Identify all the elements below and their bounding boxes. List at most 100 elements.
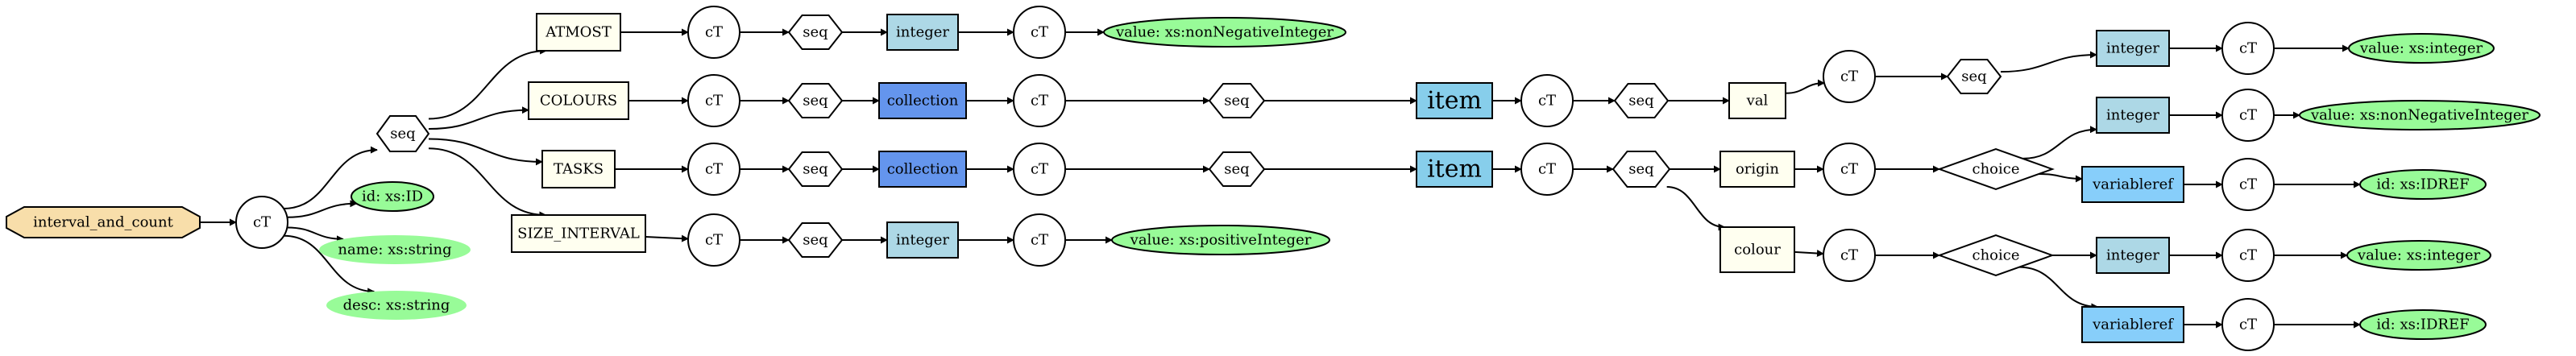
node-tasks-label: TASKS (554, 161, 604, 178)
node-val_o-label: value: xs:nonNegativeInteger (2310, 107, 2528, 124)
node-ct_cl2: cT (2221, 298, 2275, 351)
node-int_v-label: integer (2106, 40, 2159, 57)
node-seq_c3: seq (1613, 83, 1670, 118)
node-ct_s1: cT (687, 213, 740, 267)
node-ct_s1-shape (687, 213, 740, 267)
node-col_t: collection (878, 151, 967, 188)
node-seq_c2: seq (1208, 83, 1266, 118)
node-idid-shape (351, 181, 434, 212)
node-ct_cl: cT (1823, 229, 1876, 282)
node-seq_t2-label: seq (1224, 161, 1249, 178)
node-seq_t2-shape (1208, 151, 1266, 187)
edge-ch_cl-to-vr_cl (2018, 266, 2099, 311)
node-int_a-label: integer (896, 24, 949, 41)
node-ct_a1-label: cT (705, 24, 723, 41)
edge-ch_o-to-int_o (2022, 126, 2097, 159)
node-vr_cl-shape (2081, 306, 2184, 343)
node-ct_a2: cT (1013, 6, 1066, 59)
node-seq_c-shape (787, 83, 844, 118)
node-ct_c2: cT (1013, 74, 1066, 127)
node-seq_a: seq (787, 14, 844, 50)
node-seq_t3-label: seq (1628, 161, 1653, 178)
node-ct_s1-label: cT (705, 232, 723, 249)
edge-seq0-to-size (428, 147, 547, 219)
node-ct_t1: cT (687, 143, 740, 196)
node-item_t-label: item (1427, 155, 1482, 184)
edge-colour-to-ct_cl (1794, 250, 1824, 258)
node-col_t-label: collection (887, 161, 959, 178)
node-val_vv-label: value: xs:integer (2359, 40, 2483, 57)
node-ct0-label: cT (253, 214, 271, 231)
node-int_v: integer (2096, 30, 2170, 67)
node-colours-label: COLOURS (540, 93, 617, 110)
node-ct_cl1: cT (2221, 229, 2275, 282)
node-colours-shape (528, 81, 629, 120)
node-seq_s-shape (787, 222, 844, 258)
node-int_o: integer (2096, 97, 2170, 134)
node-ct_c1-shape (687, 74, 740, 127)
node-ct_c3: cT (1520, 74, 1574, 127)
node-col_c-label: collection (887, 93, 959, 110)
node-colour-shape (1719, 226, 1795, 273)
node-root-label: interval_and_count (33, 214, 173, 231)
node-ch_cl: choice (1937, 234, 2055, 277)
node-int_s-shape (886, 221, 959, 259)
node-colours: COLOURS (528, 81, 629, 120)
edge-seq0-to-colours (428, 106, 529, 130)
node-ct_c1-label: cT (705, 93, 723, 110)
node-int_a: integer (886, 14, 959, 51)
node-vr_o-label: variableref (2092, 176, 2174, 193)
node-ct_v-label: cT (1840, 68, 1858, 85)
node-seq_c-label: seq (803, 93, 828, 110)
node-int_v-shape (2096, 30, 2170, 67)
node-val_cl-label: value: xs:integer (2357, 247, 2481, 264)
node-seq_v-shape (1946, 59, 2002, 94)
node-ct_a2-label: cT (1031, 24, 1048, 41)
node-seq_t-shape (787, 151, 844, 187)
node-val_cl-shape (2346, 240, 2491, 271)
node-name-label: name: xs:string (338, 242, 451, 259)
node-ct_v: cT (1823, 50, 1876, 103)
node-tasks-shape (541, 150, 616, 188)
node-ct_cl1-label: cT (2239, 247, 2257, 264)
node-ct_t3: cT (1520, 143, 1574, 196)
edge-seq_t3-to-colour (1666, 186, 1726, 231)
node-val_s-label: value: xs:positiveInteger (1130, 232, 1312, 249)
node-desc-shape (326, 291, 467, 320)
node-id_o-label: id: xs:IDREF (2376, 176, 2469, 193)
node-col_t-shape (878, 151, 967, 188)
node-ct_o1: cT (2221, 89, 2275, 142)
node-seq0: seq (375, 115, 430, 152)
node-ct0: cT (235, 196, 288, 249)
node-val_o: value: xs:nonNegativeInteger (2299, 100, 2541, 130)
node-int_s: integer (886, 221, 959, 259)
node-seq_t3-shape (1612, 151, 1671, 188)
node-ct_cl1-shape (2221, 229, 2275, 282)
node-root-shape (6, 206, 201, 238)
node-int_cl-shape (2096, 237, 2170, 274)
node-desc: desc: xs:string (326, 291, 467, 320)
node-ct_t1-shape (687, 143, 740, 196)
node-col_c: collection (878, 82, 967, 119)
node-ch_cl-label: choice (1972, 247, 2019, 264)
edge-val_v-to-ct_v (1785, 79, 1825, 94)
node-ct_c3-label: cT (1538, 93, 1556, 110)
node-seq0-shape (375, 115, 430, 152)
node-val_vv-shape (2348, 33, 2495, 64)
node-val_cl: value: xs:integer (2346, 240, 2491, 271)
node-seq_c: seq (787, 83, 844, 118)
node-seq_v-label: seq (1961, 68, 1986, 85)
node-item_c-shape (1416, 82, 1493, 119)
node-colour: colour (1719, 226, 1795, 273)
node-val_v-label: val (1746, 93, 1769, 110)
node-colour-label: colour (1734, 242, 1781, 259)
node-ct_v-shape (1823, 50, 1876, 103)
node-seq_a-label: seq (803, 24, 828, 41)
node-ct_a1-shape (687, 6, 740, 59)
node-val_s-shape (1111, 225, 1330, 255)
edge-seq0-to-atmost (428, 47, 548, 120)
node-int_o-label: integer (2106, 107, 2159, 124)
node-seq_c2-label: seq (1224, 93, 1249, 110)
node-ct_t3-label: cT (1538, 161, 1556, 178)
